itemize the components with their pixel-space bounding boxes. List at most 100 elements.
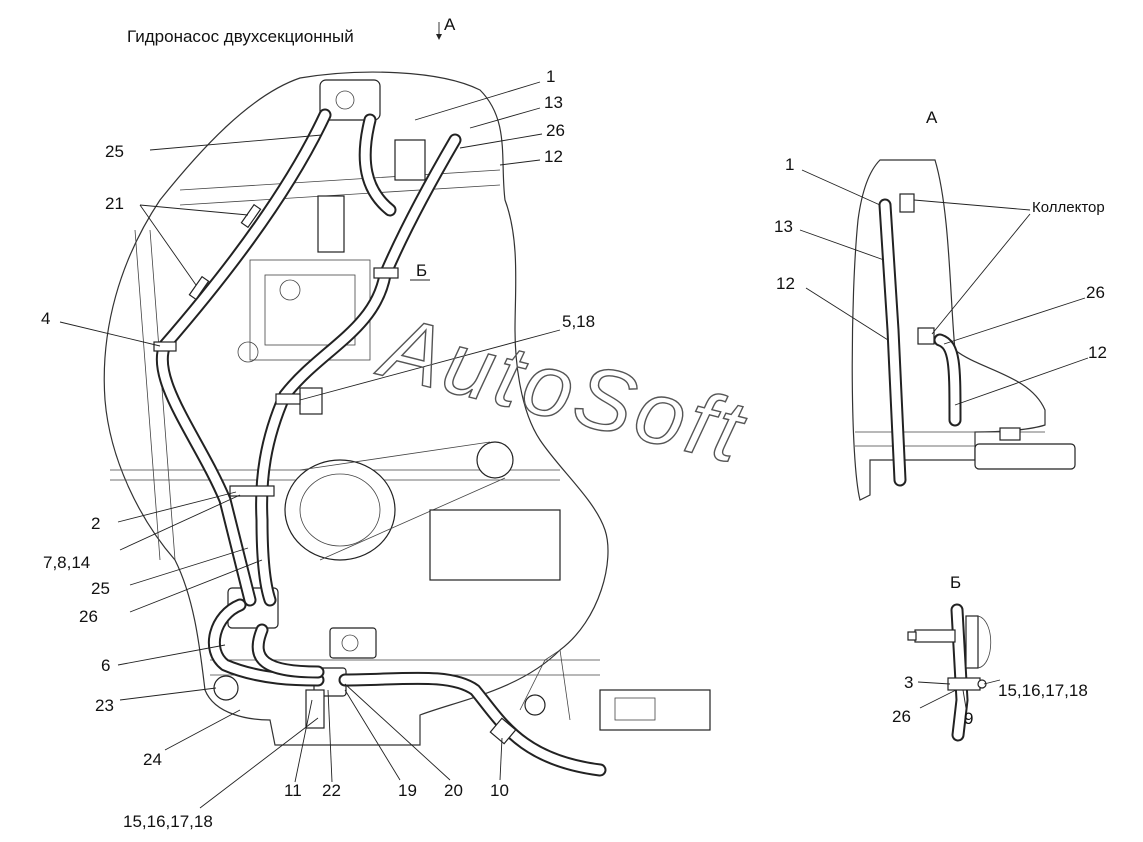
callout-7-8-14: 7,8,14 (43, 553, 90, 572)
callout-24: 24 (143, 750, 162, 769)
hose-6-inner (209, 600, 323, 685)
callout-1: 1 (546, 67, 555, 86)
hose-26-main-inner (257, 135, 460, 605)
control-box (429, 509, 561, 581)
callout-11: 11 (284, 781, 302, 800)
hoses (155, 108, 607, 777)
clamp-b (373, 267, 399, 279)
view-b-hose-inner (952, 605, 967, 740)
view-a-leader-13 (799, 229, 885, 261)
view-a-callout-26: 26 (1086, 283, 1105, 302)
view-a-callout-12a: 12 (776, 274, 795, 293)
callout-25-bottom: 25 (91, 579, 110, 598)
view-b-callout-26: 26 (892, 707, 911, 726)
view-a-leader-12b (954, 357, 1089, 406)
view-b-callout-3: 3 (904, 673, 913, 692)
view-a-base (974, 443, 1076, 470)
view-b-clamp (947, 677, 981, 691)
callout-2: 2 (91, 514, 100, 533)
view-b: Б 3 26 9 15,16,17,18 (892, 573, 1088, 742)
view-a-leader-collector-top (913, 199, 1031, 211)
view-a: А 1 13 12 Коллектор 26 12 (774, 108, 1107, 501)
hose-25-main-inner (157, 110, 330, 605)
view-b-title: Б (950, 573, 961, 592)
view-b-leader-15 (983, 679, 1001, 685)
callout-26-bottom: 26 (79, 607, 98, 626)
callout-5-18: 5,18 (562, 312, 595, 331)
filter (213, 675, 239, 701)
view-a-arrow-head (436, 34, 442, 40)
frame-rail-left (134, 229, 176, 561)
main-frame-outline (103, 71, 609, 746)
view-b-bracket (965, 615, 979, 669)
callout-20: 20 (444, 781, 463, 800)
pressure-unit (299, 387, 323, 415)
view-a-callout-12b: 12 (1088, 343, 1107, 362)
view-a-hose-13-inner (880, 200, 905, 485)
callout-21: 21 (105, 194, 124, 213)
view-a-leader-26 (943, 297, 1086, 345)
hose-10-inner (340, 673, 605, 775)
view-a-title: А (926, 108, 938, 127)
callout-22: 22 (322, 781, 341, 800)
view-a-leader-1 (801, 169, 881, 206)
view-a-clamp (999, 427, 1021, 441)
view-b-leader-3 (917, 681, 951, 685)
view-b-leader-9 (962, 689, 967, 709)
view-a-collector-label: Коллектор (1032, 199, 1105, 216)
clamp-2 (229, 485, 275, 497)
main-leaders (59, 81, 561, 809)
callout-13: 13 (544, 93, 563, 112)
clamp-21-upper (240, 203, 262, 229)
view-a-collector-bottom (917, 327, 935, 345)
lower-bracket-inner (614, 697, 656, 721)
callout-19: 19 (398, 781, 417, 800)
solenoid (317, 195, 345, 253)
callout-10: 10 (490, 781, 509, 800)
callout-12: 12 (544, 147, 563, 166)
view-b-leader-26 (919, 689, 957, 709)
clamp-5-18 (275, 393, 301, 405)
hose-23-inner (253, 625, 323, 677)
view-a-leader-12a (805, 287, 889, 341)
engine-port (279, 279, 301, 301)
mount-plate (305, 689, 325, 729)
callout-26: 26 (546, 121, 565, 140)
lever-pivot (524, 694, 546, 716)
drive-belt (299, 441, 506, 561)
belt-pulley-small (476, 441, 514, 479)
view-a-callout-13: 13 (774, 217, 793, 236)
view-b-callout-15-16-17-18: 15,16,17,18 (998, 681, 1088, 700)
aux-valve-port (341, 634, 359, 652)
view-a-hose-26-inner (935, 335, 960, 425)
diagram-title: Гидронасос двухсекционный (127, 27, 354, 46)
callout-23: 23 (95, 696, 114, 715)
view-a-callout-1: 1 (785, 155, 794, 174)
pump-port (335, 90, 355, 110)
callout-6: 6 (101, 656, 110, 675)
clamp-4 (153, 341, 177, 352)
callout-25-top: 25 (105, 142, 124, 161)
belt-pulley-large-inner (299, 473, 381, 547)
frame-rail-mid (179, 169, 501, 206)
engine-plate-inner (264, 274, 356, 346)
view-b-arrow-label: Б (416, 261, 427, 280)
collector-block (394, 139, 426, 181)
hose-13-inner (360, 115, 395, 215)
view-b-callout-9: 9 (964, 709, 973, 728)
hydraulic-pump (319, 79, 381, 121)
view-b-rod-end (907, 631, 917, 641)
clamp-21-lower (188, 275, 210, 301)
view-b-bolt (977, 679, 987, 689)
view-a-collector-top (899, 193, 915, 213)
aux-valve (329, 627, 377, 659)
lower-lever (519, 649, 571, 721)
engine-port-2 (237, 341, 259, 363)
clamp-10 (489, 717, 517, 745)
view-a-arrow-label: А (444, 15, 456, 34)
view-b-rod (914, 629, 956, 643)
belt-pulley-large (284, 459, 396, 561)
callout-4: 4 (41, 309, 50, 328)
view-b-bracket-curve (977, 615, 991, 669)
